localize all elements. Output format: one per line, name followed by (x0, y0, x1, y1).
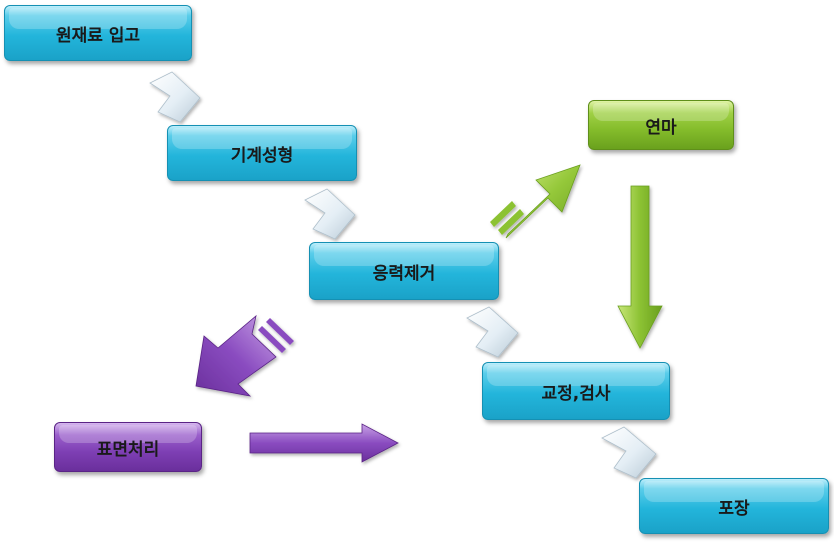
node-raw-material: 원재료 입고 (4, 5, 192, 61)
edge-machining-to-stress (304, 188, 356, 240)
edge-stress-to-surface (195, 314, 294, 397)
node-packing: 포장 (639, 478, 829, 534)
node-surface-treatment-label: 표면처리 (96, 439, 160, 460)
node-machining-label: 기계성형 (230, 145, 294, 166)
node-raw-material-label: 원재료 입고 (55, 25, 141, 46)
edge-stress-to-polishing (490, 164, 581, 239)
node-packing-label: 포장 (718, 498, 750, 519)
node-polishing: 연마 (588, 100, 734, 150)
node-inspection: 교정,검사 (482, 362, 670, 420)
node-surface-treatment: 표면처리 (54, 422, 202, 472)
node-stress-relief-label: 응력제거 (372, 263, 436, 284)
edge-inspection-to-packing (601, 426, 657, 479)
edge-raw-to-machining (149, 71, 201, 123)
edge-surface-to-inspection (249, 423, 399, 463)
edge-polishing-to-inspection (617, 185, 663, 349)
edge-stress-to-inspection (466, 306, 519, 358)
node-machining: 기계성형 (167, 125, 357, 181)
node-inspection-label: 교정,검사 (541, 383, 611, 404)
node-stress-relief: 응력제거 (309, 242, 499, 300)
node-polishing-label: 연마 (645, 117, 677, 138)
